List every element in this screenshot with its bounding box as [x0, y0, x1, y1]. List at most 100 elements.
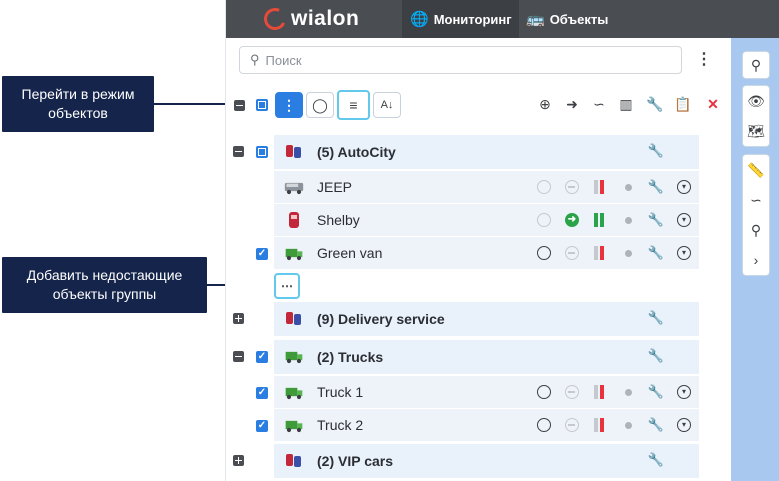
- crosshair-icon: [537, 385, 551, 399]
- unit-row-shelby[interactable]: Shelby ➜ 🔧 ▾: [274, 204, 699, 236]
- add-missing-units-button[interactable]: ⋯: [274, 273, 300, 299]
- network-icon: ▥: [619, 95, 633, 112]
- unit-row-jeep[interactable]: JEEP 🔧 ▾: [274, 171, 699, 203]
- sensor-state-icon: [592, 179, 608, 195]
- unit-menu-button[interactable]: ▾: [676, 417, 692, 433]
- wrench-icon[interactable]: 🔧: [647, 143, 665, 158]
- group-expand-toggle[interactable]: [233, 351, 245, 363]
- group-checkbox[interactable]: [256, 146, 268, 158]
- plus-square-icon: [233, 455, 244, 466]
- sensor-state-icon: [592, 417, 608, 433]
- unit-menu-button[interactable]: ▾: [676, 212, 692, 228]
- sort-button[interactable]: A↓: [373, 92, 401, 118]
- status-dot: [624, 183, 632, 191]
- wrench-icon[interactable]: 🔧: [647, 452, 665, 467]
- wrench-icon[interactable]: 🔧: [647, 310, 665, 325]
- group-row-autocity[interactable]: (5) AutoCity 🔧: [274, 135, 699, 169]
- group-row-trucks[interactable]: (2) Trucks 🔧: [274, 340, 699, 374]
- collapse-all-toggle[interactable]: [233, 99, 245, 111]
- map-icon: 🗺: [747, 122, 765, 139]
- unit-checkbox[interactable]: ✓: [256, 248, 268, 260]
- unit-menu-button[interactable]: ▾: [676, 245, 692, 261]
- wialon-logo[interactable]: wialon: [260, 4, 359, 34]
- wrench-icon[interactable]: 🔧: [647, 179, 665, 194]
- group-row-delivery-service[interactable]: (9) Delivery service 🔧: [274, 302, 699, 336]
- unit-checkbox[interactable]: ✓: [256, 420, 268, 432]
- group-expand-toggle[interactable]: [233, 455, 245, 467]
- wrench-icon[interactable]: 🔧: [647, 212, 665, 227]
- crosshair-icon: ⊕: [539, 95, 551, 112]
- tab-monitoring[interactable]: 🌐 Мониторинг: [402, 0, 519, 38]
- logo-mark-icon: [260, 4, 290, 34]
- unit-name: Truck 1: [317, 384, 364, 400]
- group-expand-toggle[interactable]: [233, 313, 245, 325]
- wrench-icon: 🔧: [646, 95, 664, 112]
- more-options-button[interactable]: ⋮: [696, 51, 712, 68]
- tab-objects[interactable]: 🚌 Объекты: [526, 0, 616, 38]
- route-icon: ∽: [750, 191, 762, 208]
- sidebar-expand-button[interactable]: ›: [743, 245, 769, 275]
- bars-icon: [594, 180, 606, 194]
- locate-unit-icon[interactable]: [536, 384, 552, 400]
- wrench-icon[interactable]: 🔧: [647, 348, 665, 363]
- arrow-circle-icon: ➜: [566, 95, 578, 112]
- bars-icon: [594, 385, 606, 399]
- sidebar-search-button[interactable]: ⚲: [742, 51, 770, 79]
- properties-button[interactable]: 🔧: [644, 93, 666, 115]
- sidebar-ruler-button[interactable]: 📏: [743, 155, 769, 185]
- unit-row-truck-1[interactable]: Truck 1 🔧 ▾: [274, 376, 699, 408]
- movement-state-icon: [564, 384, 580, 400]
- objects-mode-button[interactable]: ≡: [337, 90, 370, 120]
- callout-add-missing: Добавить недостающие объекты группы: [2, 257, 207, 313]
- chevron-down-icon: ▾: [677, 418, 691, 432]
- wrench-icon[interactable]: 🔧: [647, 245, 665, 260]
- group-expand-toggle[interactable]: [233, 146, 245, 158]
- status-dot: [624, 249, 632, 257]
- search-input[interactable]: ⚲ Поиск: [239, 46, 682, 74]
- car-group-icon: [286, 145, 301, 158]
- bus-icon: 🚌: [526, 11, 545, 28]
- unit-menu-button[interactable]: ▾: [676, 179, 692, 195]
- locate-unit-icon[interactable]: [536, 179, 552, 195]
- car-group-icon: [286, 454, 301, 467]
- locate-unit-icon[interactable]: [536, 417, 552, 433]
- callout-objects-mode-text: Перейти в режим объектов: [21, 86, 135, 121]
- select-all-checkbox[interactable]: [256, 99, 268, 111]
- unit-menu-button[interactable]: ▾: [676, 384, 692, 400]
- wrench-icon[interactable]: 🔧: [647, 417, 665, 432]
- commands-button[interactable]: ➜: [561, 93, 583, 115]
- connection-dot-icon: [620, 212, 636, 228]
- sidebar-map-button[interactable]: 🗺: [743, 116, 769, 146]
- unit-checkbox[interactable]: ✓: [256, 387, 268, 399]
- remove-button[interactable]: ✕: [702, 93, 724, 115]
- locate-all-button[interactable]: ⊕: [534, 93, 556, 115]
- reports-button[interactable]: 📋: [672, 93, 694, 115]
- unit-row-green-van[interactable]: Green van 🔧 ▾: [274, 237, 699, 269]
- truck-icon: [285, 420, 303, 433]
- wrench-icon[interactable]: 🔧: [647, 384, 665, 399]
- stopped-icon: [565, 385, 579, 399]
- crosshair-icon: [537, 180, 551, 194]
- sidebar-view-group: 👁 🗺: [742, 85, 770, 147]
- sensors-button[interactable]: ∽: [588, 93, 610, 115]
- group-mode-button[interactable]: ⋮: [275, 92, 303, 118]
- globe-icon: 🌐: [410, 11, 429, 28]
- group-checkbox[interactable]: ✓: [256, 351, 268, 363]
- sidebar-geofence-button[interactable]: ⚲: [743, 215, 769, 245]
- van-icon: [285, 248, 303, 261]
- sidebar-visibility-button[interactable]: 👁: [743, 86, 769, 116]
- crosshair-icon: [537, 246, 551, 260]
- locate-unit-icon[interactable]: [536, 212, 552, 228]
- circle-mode-button[interactable]: ◯: [306, 92, 334, 118]
- sort-az-icon: A↓: [380, 99, 394, 111]
- clipboard-icon: 📋: [674, 95, 692, 112]
- connection-button[interactable]: ▥: [615, 93, 637, 115]
- moving-icon: ➜: [565, 213, 579, 227]
- chevron-right-icon: ›: [753, 252, 759, 268]
- callout-add-missing-text: Добавить недостающие объекты группы: [26, 267, 183, 302]
- group-row-vip-cars[interactable]: (2) VIP cars 🔧: [274, 444, 699, 478]
- sidebar-route-button[interactable]: ∽: [743, 185, 769, 215]
- locate-unit-icon[interactable]: [536, 245, 552, 261]
- unit-row-truck-2[interactable]: Truck 2 🔧 ▾: [274, 409, 699, 441]
